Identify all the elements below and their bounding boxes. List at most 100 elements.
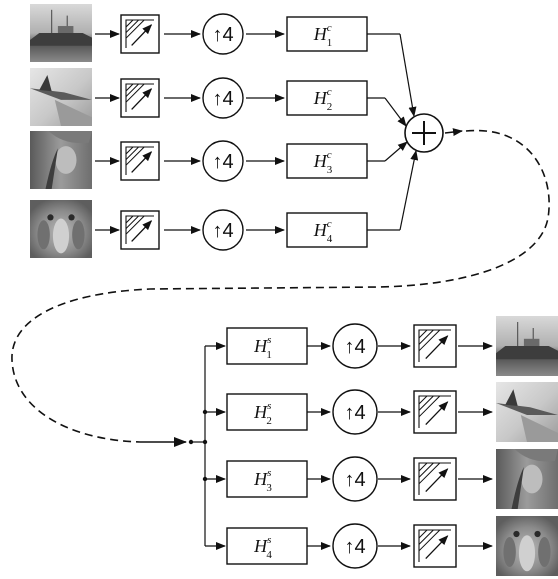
hatch-line bbox=[418, 329, 441, 352]
transform-arrow bbox=[131, 24, 153, 46]
upsample-circle bbox=[202, 13, 244, 55]
filter-superscript: s bbox=[267, 534, 271, 546]
tail-shape bbox=[505, 389, 518, 406]
filter-label: Hs 1 bbox=[253, 334, 272, 361]
filter-superscript: c bbox=[327, 149, 332, 161]
filter-subscript: 4 bbox=[266, 549, 272, 561]
filter-frame bbox=[286, 143, 368, 179]
fuselage-shape bbox=[30, 88, 92, 100]
transform-corner bbox=[125, 19, 154, 48]
hatch-line bbox=[418, 529, 441, 552]
sum-arrow bbox=[384, 141, 408, 162]
hatch-line bbox=[125, 146, 134, 155]
hatch-line bbox=[125, 146, 139, 160]
hat-shape bbox=[514, 449, 558, 462]
lena-image-icon bbox=[30, 131, 92, 189]
transform-frame bbox=[120, 78, 160, 118]
transform-frame bbox=[413, 457, 457, 501]
transform-corner bbox=[125, 146, 154, 175]
hull-shape bbox=[496, 346, 558, 360]
filter-frame bbox=[286, 16, 368, 52]
cheek-shape bbox=[37, 220, 50, 250]
hatch-line bbox=[125, 146, 145, 166]
terrain-shape bbox=[54, 99, 92, 126]
transform-arrow bbox=[131, 220, 153, 242]
cheek-shape bbox=[503, 537, 516, 567]
filter-superscript: c bbox=[327, 22, 332, 34]
nose-shape bbox=[518, 535, 536, 572]
upsample-node: ↑4 bbox=[202, 140, 244, 182]
filter-base: H bbox=[253, 402, 268, 422]
hatch-line bbox=[125, 215, 134, 224]
upsample-circle bbox=[332, 389, 378, 435]
transform-block bbox=[413, 390, 457, 434]
hair-shape bbox=[511, 467, 524, 509]
hatch-line bbox=[125, 83, 145, 103]
filter-base: H bbox=[253, 336, 268, 356]
sum-node bbox=[404, 113, 444, 153]
hatch-line bbox=[418, 462, 434, 478]
hatch-line bbox=[125, 83, 139, 97]
eye-shape bbox=[68, 214, 75, 221]
filter-subscript: 4 bbox=[327, 233, 333, 245]
transform-arrow bbox=[131, 151, 153, 173]
hatch-line bbox=[418, 329, 428, 339]
filter-superscript: s bbox=[267, 334, 271, 346]
hatch-line bbox=[418, 395, 441, 418]
filter-base: H bbox=[313, 151, 328, 171]
transform-corner bbox=[418, 395, 451, 428]
channel-start-arrow bbox=[444, 128, 463, 137]
hatch-line bbox=[418, 329, 434, 345]
transform-frame bbox=[120, 14, 160, 54]
cheek-shape bbox=[538, 537, 551, 567]
transform-block bbox=[120, 210, 160, 250]
upsample-node: ↑4 bbox=[332, 456, 378, 502]
transform-corner bbox=[418, 329, 451, 362]
hair-shape bbox=[45, 148, 58, 189]
hatch-line bbox=[125, 19, 134, 28]
hatch-line bbox=[125, 83, 134, 92]
filter-base: H bbox=[313, 220, 328, 240]
junction-dot bbox=[188, 439, 194, 445]
filter-box: Hs 1 bbox=[226, 327, 308, 365]
hatch-line bbox=[418, 529, 428, 539]
filter-subscript: 1 bbox=[266, 349, 272, 361]
filter-superscript: c bbox=[327, 86, 332, 98]
upsample-label: ↑4 bbox=[212, 88, 233, 110]
upsample-circle bbox=[202, 77, 244, 119]
transform-block bbox=[413, 457, 457, 501]
transform-block bbox=[120, 141, 160, 181]
filter-subscript: 2 bbox=[266, 415, 272, 427]
eye-shape bbox=[513, 530, 520, 538]
filter-subscript: 2 bbox=[327, 101, 333, 113]
aircraft-image-icon bbox=[30, 68, 92, 126]
transform-block bbox=[120, 78, 160, 118]
upsample-circle bbox=[332, 523, 378, 569]
filter-frame bbox=[226, 460, 308, 498]
filter-subscript: 3 bbox=[266, 482, 272, 494]
transform-corner bbox=[125, 215, 154, 244]
hatch-line bbox=[418, 395, 434, 411]
upsample-node: ↑4 bbox=[202, 13, 244, 55]
upsample-label: ↑4 bbox=[212, 151, 233, 173]
hatch-line bbox=[125, 215, 139, 229]
upsample-label: ↑4 bbox=[212, 220, 233, 242]
transform-frame bbox=[413, 390, 457, 434]
tail-shape bbox=[39, 74, 52, 92]
transform-frame bbox=[413, 324, 457, 368]
aircraft-image-icon bbox=[496, 382, 558, 442]
sum-arrow bbox=[399, 150, 419, 231]
transform-block bbox=[413, 524, 457, 568]
cabin-shape bbox=[57, 26, 74, 33]
hatch-line bbox=[125, 19, 145, 39]
eye-shape bbox=[47, 214, 54, 221]
transform-corner bbox=[418, 529, 451, 562]
